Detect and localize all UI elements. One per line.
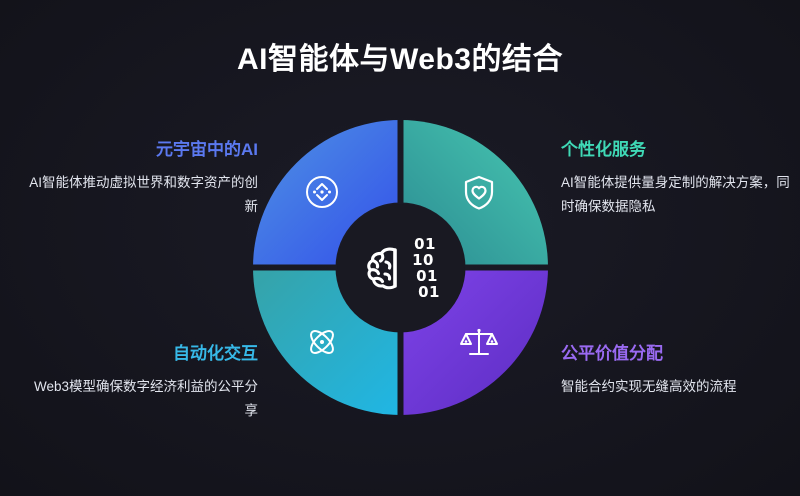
brain-icon — [361, 243, 407, 293]
page-title: AI智能体与Web3的结合 — [237, 43, 563, 76]
binary-digits: 01 10 01 01 — [412, 234, 440, 301]
block-body: Web3模型确保数字经济利益的公平分享 — [33, 379, 258, 418]
text-block-metaverse-ai: 元宇宙中的AI AI智能体推动虚拟世界和数字资产的创新 — [28, 138, 258, 219]
shield-heart-icon — [457, 170, 501, 214]
block-body: 智能合约实现无缝高效的流程 — [561, 379, 737, 394]
binary-line: 01 — [414, 234, 436, 253]
center-disc: 01 10 01 01 — [336, 203, 465, 332]
binary-line: 10 — [412, 250, 434, 269]
atom-icon — [300, 320, 344, 364]
block-body: AI智能体提供量身定制的解决方案，同时确保数据隐私 — [561, 175, 790, 214]
binary-line: 01 — [416, 266, 438, 285]
text-block-personalized-service: 个性化服务 AI智能体提供量身定制的解决方案，同时确保数据隐私 — [561, 138, 791, 219]
quadrant-wheel: 01 10 01 01 — [253, 120, 548, 415]
wheel-svg — [253, 120, 548, 415]
text-block-fair-value-distribution: 公平价值分配 智能合约实现无缝高效的流程 — [561, 342, 791, 399]
block-heading: 元宇宙中的AI — [156, 140, 258, 159]
block-body: AI智能体推动虚拟世界和数字资产的创新 — [29, 175, 258, 214]
text-block-automated-interaction: 自动化交互 Web3模型确保数字经济利益的公平分享 — [28, 342, 258, 423]
navigate-circle-icon — [300, 170, 344, 214]
binary-line: 01 — [418, 282, 440, 301]
block-heading: 自动化交互 — [173, 344, 258, 363]
balance-scale-icon — [457, 320, 501, 364]
block-heading: 个性化服务 — [561, 140, 646, 159]
block-heading: 公平价值分配 — [561, 344, 663, 363]
